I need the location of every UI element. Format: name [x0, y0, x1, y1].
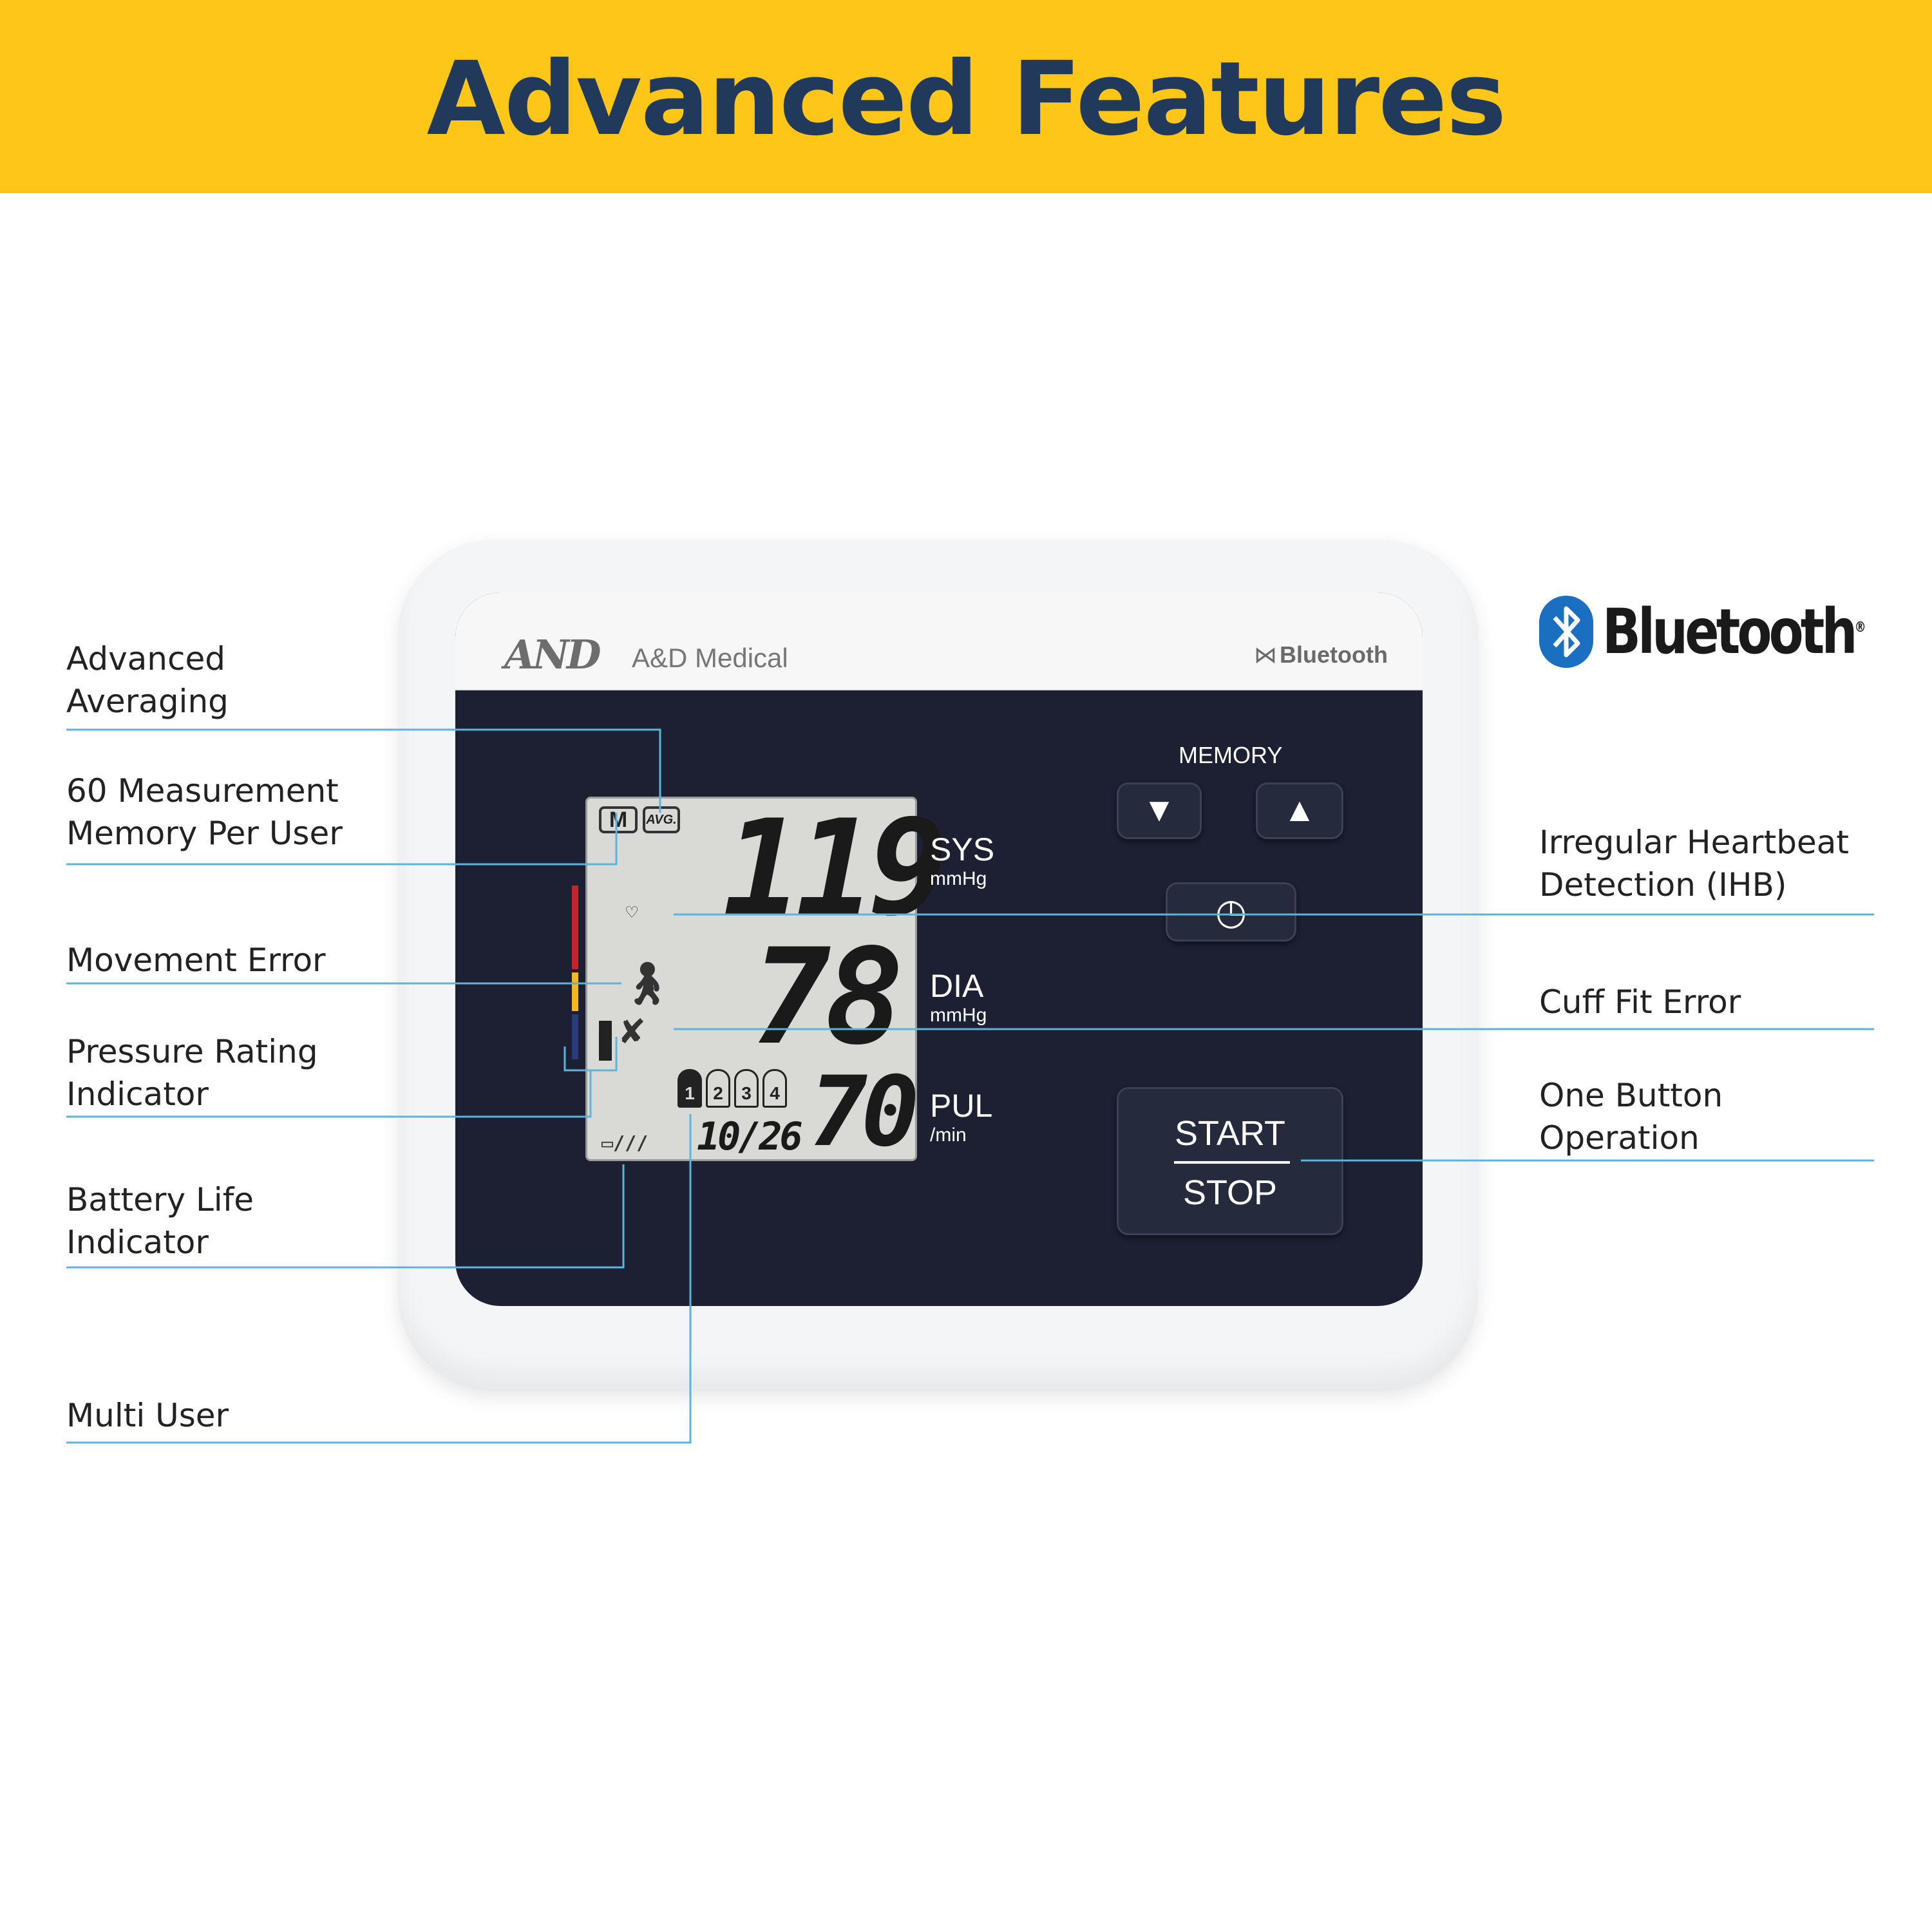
clock-icon: ◷: [1215, 891, 1247, 932]
header-banner: Advanced Features: [0, 0, 1932, 193]
stop-label: STOP: [1182, 1173, 1278, 1212]
bluetooth-word: Bluetooth: [1602, 596, 1858, 668]
user-icon-3: 3: [734, 1069, 759, 1108]
battery-icon: ▭∕∕∕: [601, 1132, 649, 1155]
line-pressure-rating: [66, 1037, 618, 1118]
page-title: Advanced Features: [426, 40, 1507, 158]
triangle-down-icon: ▼: [1142, 791, 1176, 829]
clock-button[interactable]: ◷: [1166, 882, 1296, 942]
systolic-value: 119: [723, 792, 948, 945]
bluetooth-logo: Bluetooth®: [1539, 596, 1924, 668]
memory-label: MEMORY: [1179, 742, 1283, 768]
device-header: AND A&D Medical ⋈Bluetooth: [455, 592, 1423, 690]
user-icon-2: 2: [706, 1069, 730, 1108]
start-label: START: [1174, 1114, 1286, 1153]
dia-unit: mmHg: [930, 1005, 987, 1026]
dia-label-text: DIA: [930, 968, 984, 1004]
memory-tag: M: [599, 806, 638, 833]
callout-advanced-averaging: Advanced Averaging: [66, 640, 229, 720]
registered-mark: ®: [1854, 620, 1866, 636]
pul-label-text: PUL: [930, 1088, 993, 1124]
memory-down-button[interactable]: ▼: [1117, 782, 1202, 839]
bluetooth-logo-text: Bluetooth®: [1602, 596, 1866, 668]
line-battery-life: [66, 1164, 625, 1269]
callout-battery-life: Battery Life Indicator: [66, 1181, 254, 1261]
pressure-scale-blue: [572, 1014, 578, 1059]
callout-ihb: Irregular Heartbeat Detection (IHB): [1539, 824, 1849, 904]
diastolic-value: 78: [752, 921, 904, 1074]
sys-unit: mmHg: [930, 868, 987, 889]
triangle-up-icon: ▲: [1283, 791, 1316, 829]
callout-memory: 60 Measurement Memory Per User: [66, 772, 343, 852]
device-bluetooth-text: Bluetooth: [1280, 641, 1388, 668]
memory-up-button[interactable]: ▲: [1256, 782, 1343, 839]
callout-multi-user: Multi User: [66, 1397, 229, 1434]
date-value: 10/26: [697, 1114, 803, 1159]
start-stop-divider: [1174, 1161, 1290, 1164]
heart-wave-icon: ♡: [626, 902, 638, 924]
pressure-rating-bar: [599, 1021, 612, 1061]
pressure-scale: [572, 886, 578, 1059]
sys-label-text: SYS: [930, 831, 995, 867]
pressure-scale-red: [572, 886, 578, 969]
callout-one-button: One Button Operation: [1539, 1077, 1723, 1157]
cuff-error-icon: ✘: [621, 1008, 645, 1053]
line-advanced-averaging: [66, 728, 661, 813]
bluetooth-rune: [1553, 606, 1580, 658]
device-bluetooth-label: ⋈Bluetooth: [1254, 641, 1388, 668]
pressure-scale-yellow: [572, 972, 578, 1011]
pul-label: PUL /min: [930, 1087, 992, 1146]
callout-movement-error: Movement Error: [66, 942, 326, 979]
line-memory: [66, 813, 618, 866]
callout-pressure-rating: Pressure Rating Indicator: [66, 1033, 318, 1113]
brand-logo: AND: [504, 631, 601, 678]
brand-name: A&D Medical: [632, 643, 788, 673]
callout-cuff-fit: Cuff Fit Error: [1539, 983, 1741, 1021]
bluetooth-icon: [1539, 596, 1593, 668]
user-icon-1: 1: [677, 1069, 702, 1108]
bluetooth-mini-icon: ⋈: [1254, 641, 1277, 668]
user-icon-4: 4: [762, 1069, 787, 1108]
line-multi-user: [66, 1114, 692, 1444]
dia-label: DIA mmHg: [930, 967, 987, 1027]
average-tag: AVG.: [643, 806, 680, 833]
movement-icon: 🚶︎: [621, 960, 674, 1008]
pul-unit: /min: [930, 1124, 967, 1146]
sys-label: SYS mmHg: [930, 831, 994, 890]
pulse-value: 70: [810, 1056, 920, 1168]
